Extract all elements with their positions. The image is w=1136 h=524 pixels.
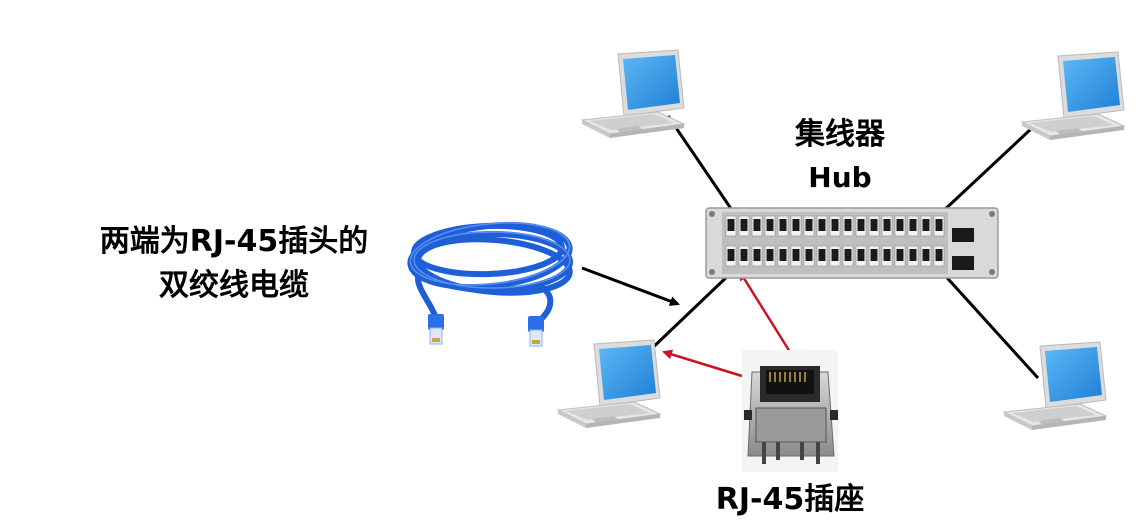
hub-port-socket — [883, 219, 891, 231]
uplink-port — [952, 228, 974, 242]
rj45-jack-icon — [742, 350, 838, 472]
laptop-icon — [581, 49, 685, 139]
hub-port-socket — [818, 249, 826, 261]
cable-label-line2: 双绞线电缆 — [159, 268, 309, 303]
hub-subtitle: Hub — [808, 161, 872, 194]
uplink-port — [952, 256, 974, 270]
hub-port-grid — [725, 215, 945, 267]
ethernet-cable-icon — [407, 222, 573, 347]
hub-port-socket — [857, 219, 865, 231]
hub-port-socket — [883, 249, 891, 261]
laptop-icon — [1021, 51, 1125, 141]
hub-port-socket — [831, 219, 839, 231]
link-top-right — [938, 126, 1034, 216]
hub-port-socket — [857, 249, 865, 261]
hub-port-socket — [727, 249, 735, 261]
hub-port-socket — [753, 219, 761, 231]
hub-port-socket — [792, 219, 800, 231]
hub-port-socket — [740, 249, 748, 261]
cable-pointer-arrow — [581, 266, 680, 306]
network-hub-icon — [705, 207, 999, 279]
hub-port-socket — [896, 249, 904, 261]
hub-port-socket — [922, 249, 930, 261]
hub-port-socket — [753, 249, 761, 261]
link-bottom-left — [644, 270, 734, 356]
hub-port-socket — [870, 219, 878, 231]
hub-port-socket — [766, 219, 774, 231]
link-top-left — [666, 115, 738, 217]
hub-port-socket — [935, 249, 943, 261]
laptop-icon — [557, 339, 661, 429]
hub-port-socket — [805, 249, 813, 261]
hub-port-socket — [779, 249, 787, 261]
hub-port-socket — [935, 219, 943, 231]
hub-port-socket — [818, 219, 826, 231]
hub-port-socket — [805, 219, 813, 231]
hub-port-socket — [922, 219, 930, 231]
hub-port-socket — [831, 249, 839, 261]
hub-port-socket — [909, 249, 917, 261]
hub-port-socket — [844, 219, 852, 231]
hub-port-socket — [727, 219, 735, 231]
jack-to-hub-arrow — [738, 270, 792, 353]
cable-label-line1: 两端为RJ-45插头的 — [99, 224, 369, 259]
link-bottom-right — [938, 268, 1040, 380]
hub-port-socket — [844, 249, 852, 261]
hub-port-socket — [740, 219, 748, 231]
hub-port-socket — [779, 219, 787, 231]
jack-label: RJ-45插座 — [715, 482, 865, 517]
hub-port-socket — [909, 219, 917, 231]
hub-port-socket — [766, 249, 774, 261]
hub-port-socket — [896, 219, 904, 231]
cable-label: 两端为RJ-45插头的 双绞线电缆 — [64, 220, 404, 308]
hub-port-socket — [870, 249, 878, 261]
hub-title: 集线器 — [795, 117, 885, 152]
jack-to-laptop-arrow — [662, 349, 743, 378]
hub-port-socket — [792, 249, 800, 261]
